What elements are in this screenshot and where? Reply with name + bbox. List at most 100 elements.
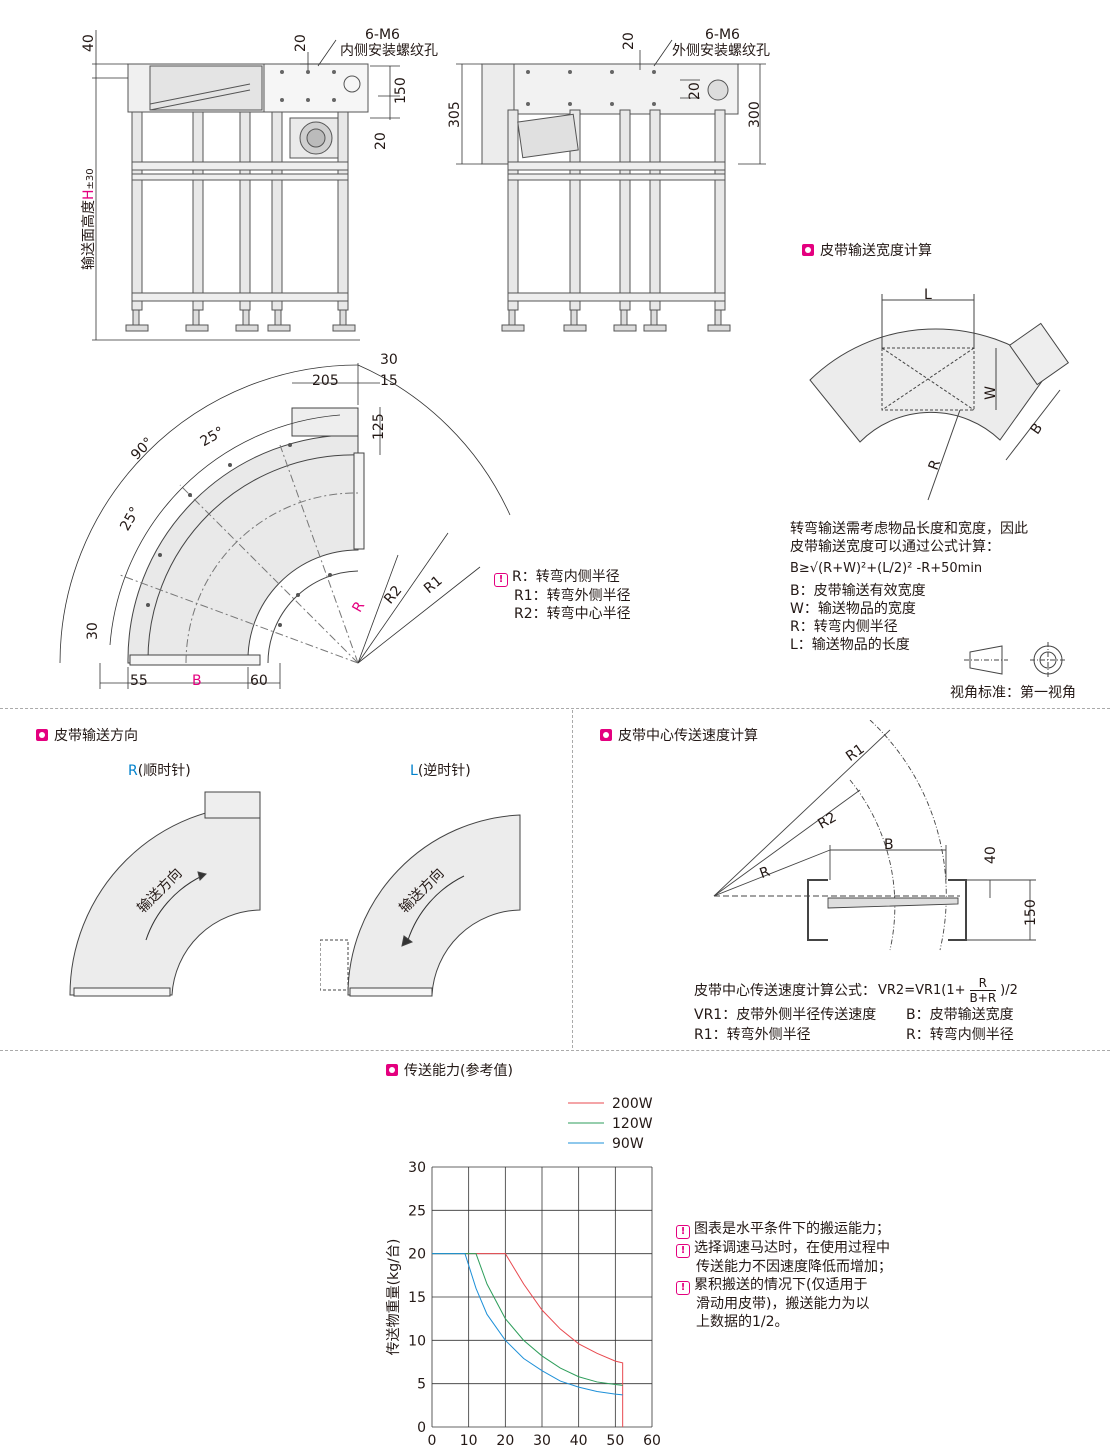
top-dim-B: B — [192, 673, 202, 689]
x-tick-label: 30 — [533, 1433, 551, 1449]
front-thread-desc: 内侧安装螺纹孔 — [340, 43, 438, 59]
side-thread-label: 6-M6 — [705, 27, 740, 43]
speed-calc-diagram — [713, 720, 1036, 951]
sc-def-r1: R1：转弯外侧半径 — [694, 1027, 811, 1043]
x-tick-label: 50 — [606, 1433, 624, 1449]
cap-note-1: !图表是水平条件下的搬运能力； — [676, 1220, 892, 1239]
direction-title: 皮带输送方向 — [36, 725, 138, 745]
warning-icon: ! — [494, 573, 508, 587]
sc-def-vr1: VR1：皮带外侧半径传送速度 — [694, 1007, 877, 1023]
top-dim-30a: 30 — [380, 352, 398, 368]
wc-label-L: L — [924, 287, 932, 303]
cap-note-3: 传送能力不因速度降低而增加； — [696, 1259, 892, 1275]
warning-icon: ! — [676, 1225, 690, 1239]
x-tick-label: 40 — [570, 1433, 588, 1449]
side-dim-305: 305 — [447, 101, 463, 128]
series-line-90W — [432, 1253, 623, 1396]
view-standard: 视角标准：第一视角 — [950, 685, 1076, 701]
sc-def-b: B：皮带输送宽度 — [906, 1007, 1014, 1023]
speed-calc-title: 皮带中心传送速度计算 — [600, 725, 758, 745]
front-view-drawing — [92, 30, 400, 341]
side-thread-desc: 外侧安装螺纹孔 — [672, 43, 770, 59]
cap-note-5: 滑动用皮带)，搬送能力为以 — [696, 1296, 870, 1312]
y-tick-label: 10 — [408, 1333, 426, 1349]
section-marker-icon — [802, 244, 814, 256]
direction-l-drawing — [320, 814, 521, 997]
first-angle-projection-icon — [964, 642, 1066, 678]
x-tick-label: 60 — [643, 1433, 661, 1449]
side-dim-300: 300 — [747, 101, 763, 128]
front-dim-20: 20 — [293, 34, 309, 52]
y-tick-label: 5 — [417, 1377, 426, 1393]
divider-2 — [0, 1050, 1110, 1051]
radius-note-r1: R1：转弯外侧半径 — [514, 588, 631, 604]
sc-label-150: 150 — [1023, 899, 1039, 926]
cap-note-4: !累积搬送的情况下(仅适用于 — [676, 1276, 892, 1295]
wc-def-w: W：输送物品的宽度 — [790, 601, 916, 617]
formula-numerator: R — [978, 976, 988, 990]
front-dim-150: 150 — [393, 77, 409, 104]
y-tick-label: 0 — [417, 1420, 426, 1436]
x-tick-label: 10 — [460, 1433, 478, 1449]
series-line-120W — [432, 1253, 623, 1386]
side-dim-20: 20 — [621, 32, 637, 50]
direction-l-label: L(逆时针) — [410, 763, 471, 779]
front-dim-40: 40 — [81, 34, 97, 52]
side-dim-20b: 20 — [687, 82, 703, 100]
sc-label-40: 40 — [983, 846, 999, 864]
capacity-title: 传送能力(参考值) — [386, 1060, 513, 1080]
y-tick-label: 20 — [408, 1247, 426, 1263]
x-tick-label: 20 — [496, 1433, 514, 1449]
section-marker-icon — [36, 729, 48, 741]
width-calc-diagram — [809, 294, 1070, 501]
warning-icon: ! — [676, 1244, 690, 1258]
sc-def-r: R：转弯内侧半径 — [906, 1027, 1014, 1043]
section-marker-icon — [386, 1064, 398, 1076]
radius-note-r: !R：转弯内侧半径 — [494, 568, 631, 587]
wc-def-r: R：转弯内侧半径 — [790, 619, 898, 635]
y-tick-label: 15 — [408, 1290, 426, 1306]
direction-r-label: R(顺时针) — [128, 763, 191, 779]
cap-note-2: !选择调速马达时，在使用过程中 — [676, 1239, 892, 1258]
top-dim-30b: 30 — [85, 622, 101, 640]
width-calc-text: 转弯输送需考虑物品长度和宽度，因此 皮带输送宽度可以通过公式计算： B≥√(R+… — [790, 520, 1028, 654]
cap-note-6: 上数据的1/2。 — [696, 1314, 789, 1330]
top-dim-55: 55 — [130, 673, 148, 689]
y-tick-label: 25 — [408, 1203, 426, 1219]
capacity-notes: !图表是水平条件下的搬运能力； !选择调速马达时，在使用过程中 传送能力不因速度… — [676, 1220, 892, 1331]
wc-label-W: W — [982, 386, 999, 400]
wc-desc-1: 转弯输送需考虑物品长度和宽度，因此 — [790, 521, 1028, 537]
x-tick-label: 0 — [428, 1433, 437, 1449]
front-thread-label: 6-M6 — [365, 27, 400, 43]
top-dim-125: 125 — [371, 413, 387, 440]
y-axis-label: 传送物重量(kg/台) — [386, 1239, 402, 1356]
top-dim-205: 205 — [312, 373, 339, 389]
divider-v — [572, 710, 573, 1048]
top-dim-60: 60 — [250, 673, 268, 689]
warning-icon: ! — [676, 1281, 690, 1295]
legend-label-90W: 90W — [612, 1136, 644, 1152]
direction-r-drawing — [69, 791, 261, 997]
legend-label-120W: 120W — [612, 1116, 653, 1132]
side-view-drawing — [456, 39, 766, 332]
height-label: 输送面高度H±30 — [81, 168, 97, 270]
radius-note-r2: R2：转弯中心半径 — [514, 606, 631, 622]
y-tick-label: 30 — [408, 1160, 426, 1176]
top-view-drawing — [59, 363, 511, 689]
wc-def-l: L：输送物品的长度 — [790, 637, 910, 653]
legend-label-200W: 200W — [612, 1096, 653, 1112]
section-marker-icon — [600, 729, 612, 741]
series-line-200W — [432, 1253, 624, 1427]
wc-formula: B≥√(R+W)²+(L/2)² -R+50min — [790, 561, 983, 576]
sc-label-B: B — [884, 837, 894, 853]
top-dim-15: 15 — [380, 373, 398, 389]
divider-1 — [0, 708, 1110, 709]
wc-def-b: B：皮带输送有效宽度 — [790, 583, 926, 599]
radius-notes: !R：转弯内侧半径 R1：转弯外侧半径 R2：转弯中心半径 — [494, 568, 631, 623]
front-dim-20b: 20 — [373, 132, 389, 150]
width-calc-title: 皮带输送宽度计算 — [802, 240, 932, 260]
formula-denominator: B+R — [969, 990, 997, 1005]
capacity-chart: 0102030405060051015202530200W120W90W皮带外侧… — [386, 1096, 661, 1449]
speed-formula: 皮带中心传送速度计算公式： VR2=VR1(1+ R B+R )/2 — [694, 976, 1018, 1005]
wc-desc-2: 皮带输送宽度可以通过公式计算： — [790, 539, 1000, 555]
